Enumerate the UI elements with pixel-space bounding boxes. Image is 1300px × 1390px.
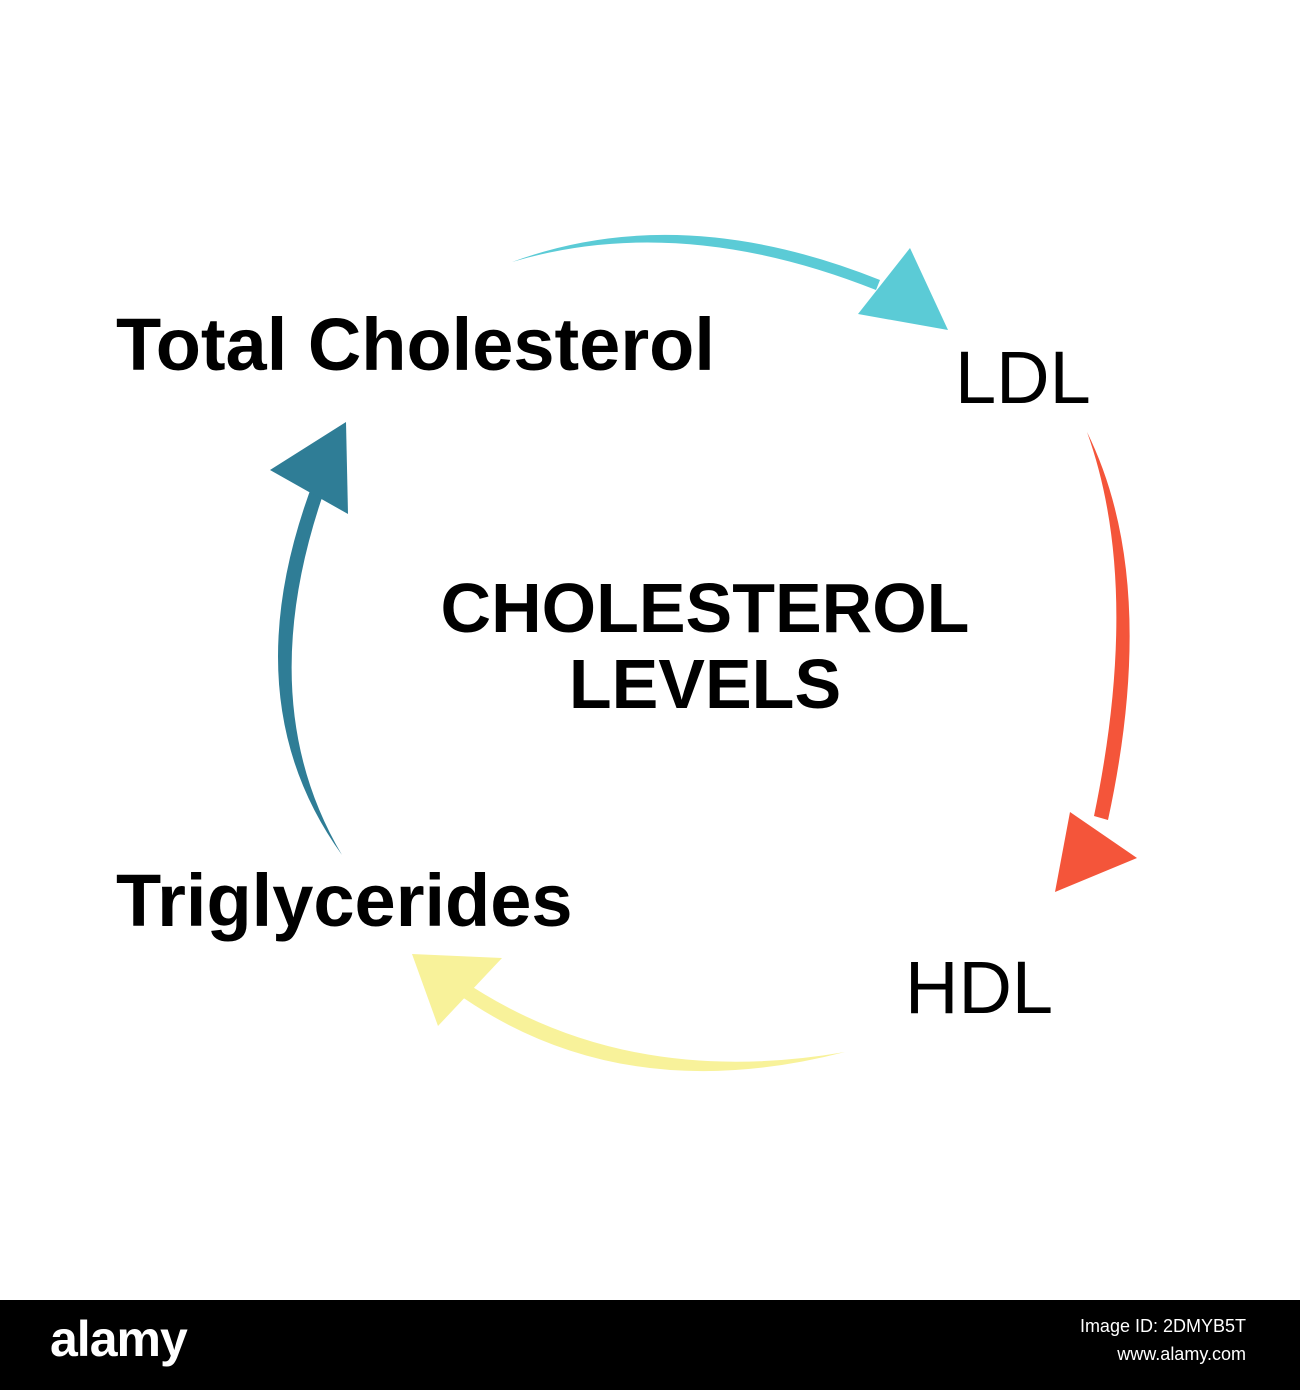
brand-logo: alamy [50, 1311, 188, 1367]
node-label-hdl: HDL [905, 946, 1054, 1029]
arrow-total-to-ldl-head [858, 248, 948, 330]
arrow-ldl-to-hdl-head [1055, 812, 1137, 892]
arrow-triglycerides-to-total-head [270, 422, 348, 514]
site-url-text: www.alamy.com [1117, 1344, 1246, 1364]
node-label-total-cholesterol: Total Cholesterol [116, 303, 715, 386]
arrow-hdl-to-triglycerides [412, 954, 845, 1072]
cycle-arrows [270, 234, 1137, 1072]
arrow-ldl-to-hdl [1055, 432, 1137, 892]
arrow-triglycerides-to-total [270, 422, 348, 855]
center-title-line1: CHOLESTEROL [440, 569, 970, 647]
arrow-total-to-ldl-shaft [512, 234, 880, 290]
arrow-triglycerides-to-total-shaft [278, 480, 342, 855]
node-label-ldl: LDL [955, 336, 1091, 419]
image-id-text: Image ID: 2DMYB5T [1079, 1316, 1246, 1336]
watermark-footer: alamy Image ID: 2DMYB5T www.alamy.com [0, 1300, 1300, 1390]
node-label-triglycerides: Triglycerides [116, 859, 573, 942]
center-title: CHOLESTEROL LEVELS [330, 570, 1080, 722]
arrow-hdl-to-triglycerides-head [412, 954, 502, 1026]
arrow-hdl-to-triglycerides-shaft [455, 980, 845, 1072]
arrow-ldl-to-hdl-shaft [1087, 432, 1130, 820]
arrow-total-to-ldl [512, 234, 948, 330]
center-title-line2: LEVELS [568, 645, 842, 723]
